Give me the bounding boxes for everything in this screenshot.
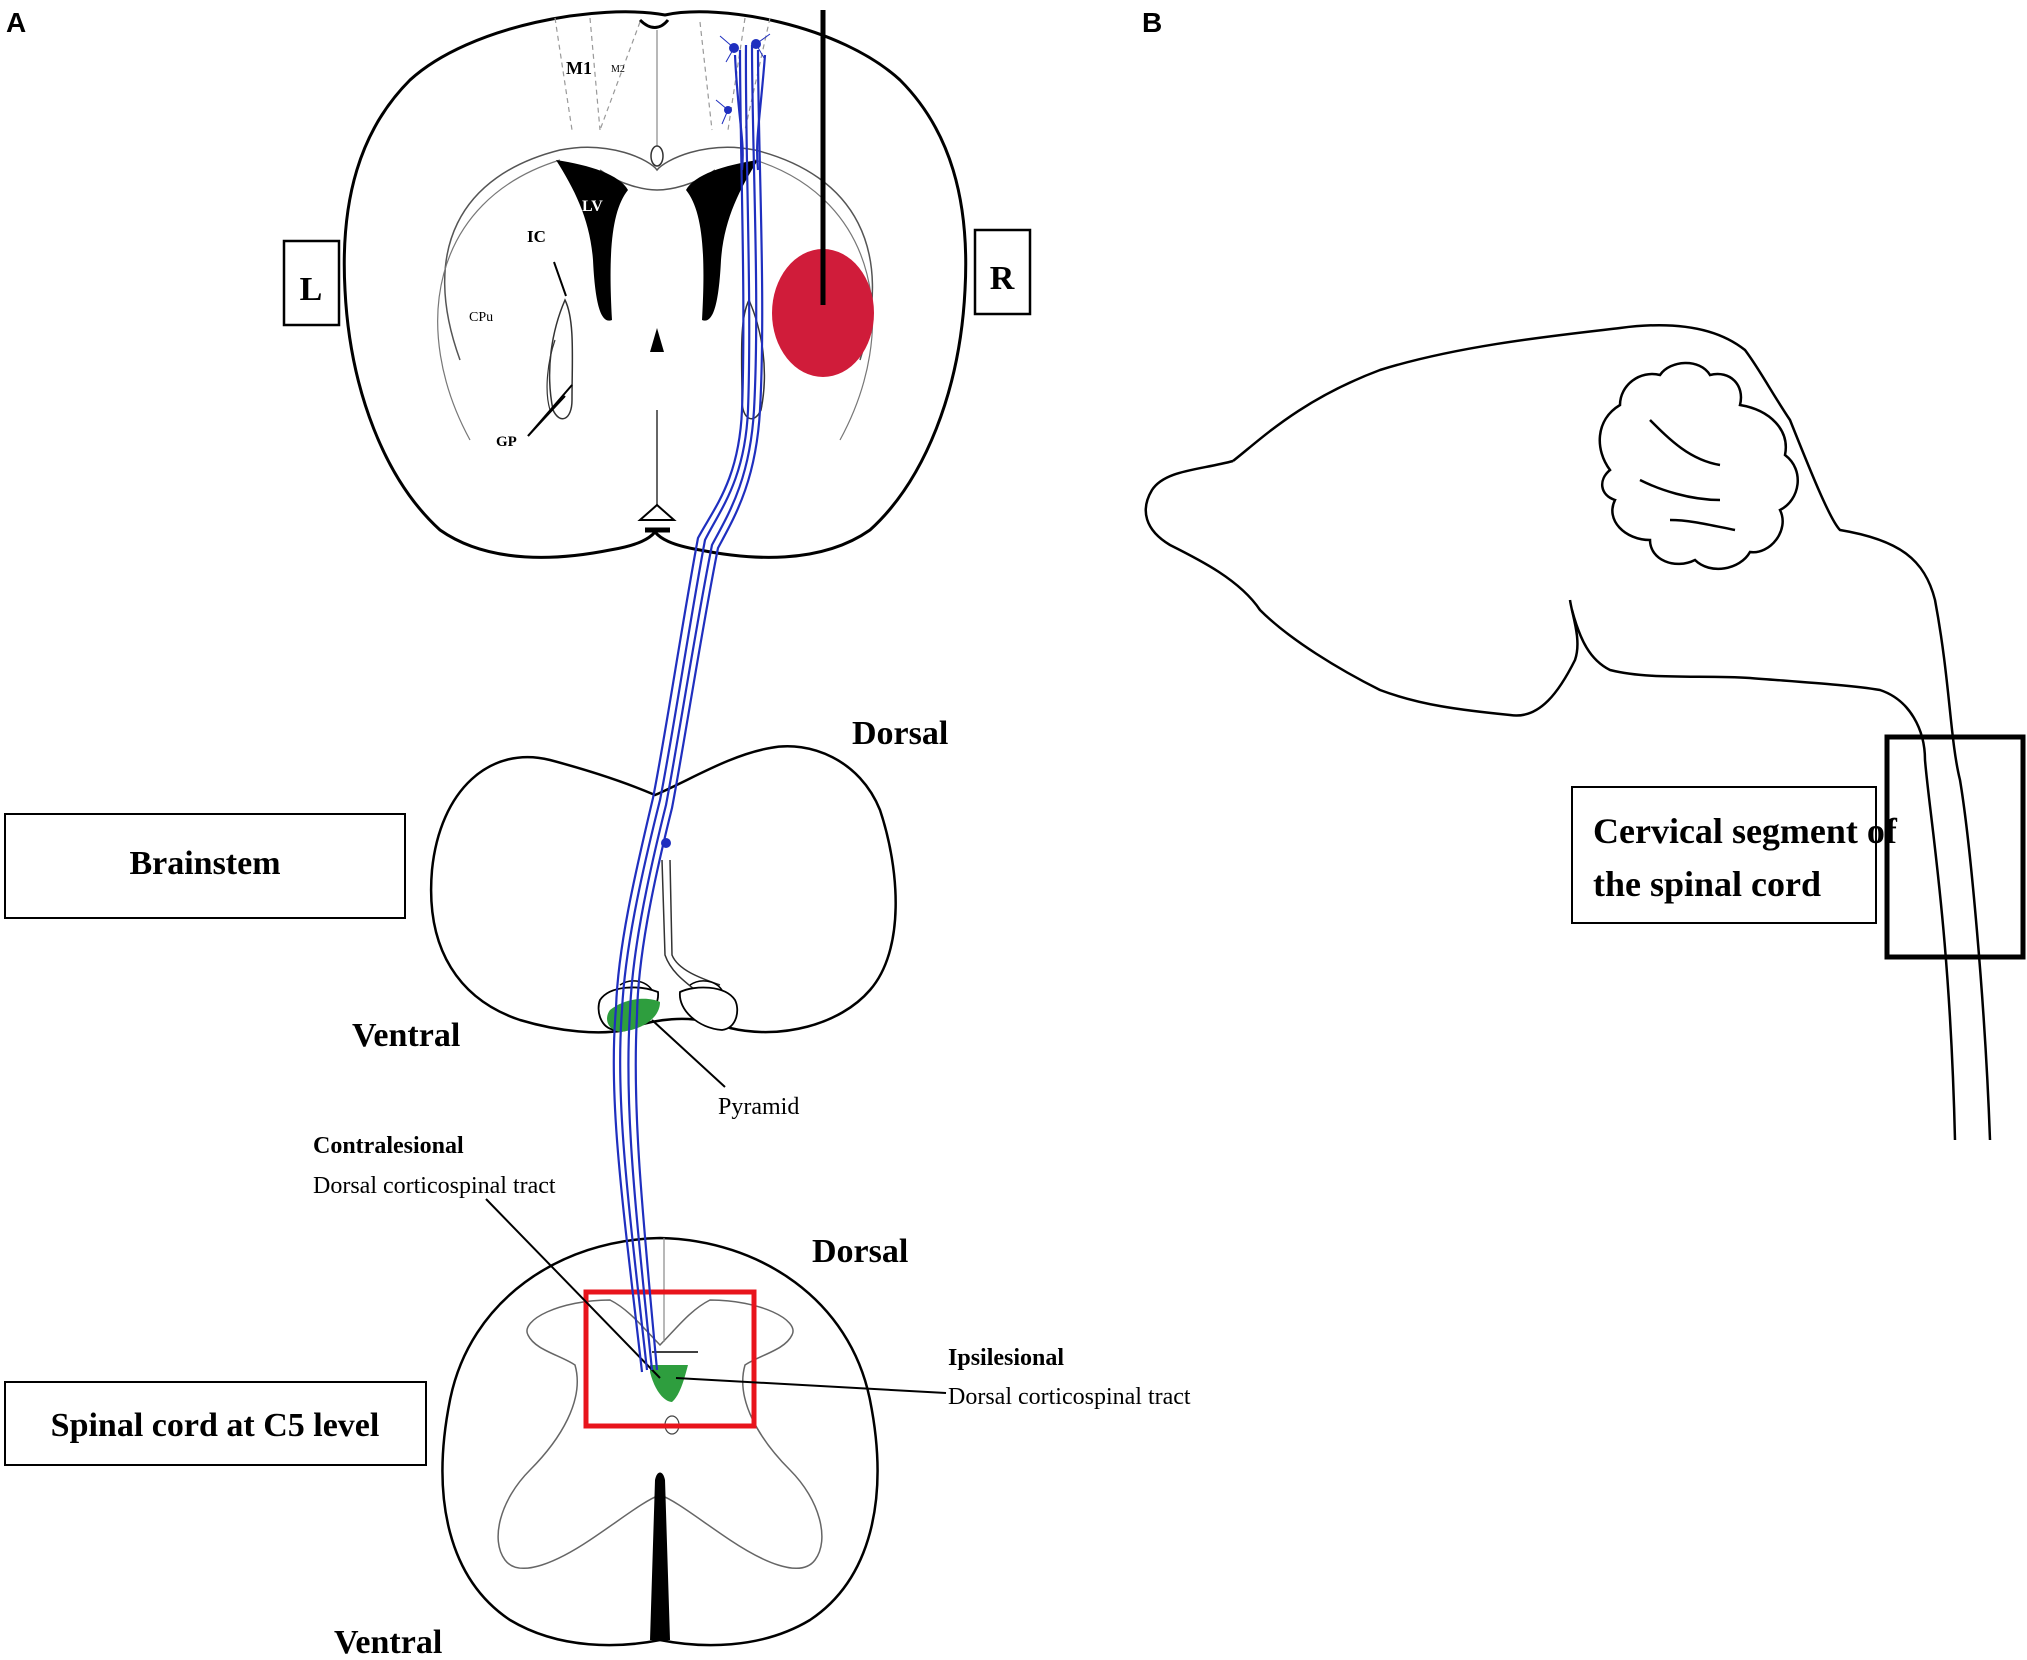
left-lateral-ventricle [556,160,628,321]
brainstem-ventral-label: Ventral [352,1017,460,1054]
spinal-dorsal-label: Dorsal [812,1233,908,1270]
label-m1: M1 [566,58,592,78]
brainstem-dorsal-label: Dorsal [852,715,948,752]
left-hemisphere-box: L [282,239,341,327]
left-internal-capsule [548,298,574,420]
dorsal-cst-green [650,1365,688,1402]
brainstem-section: Dorsal Ventral Pyramid [352,715,948,1120]
right-pyramid-outline [679,986,739,1031]
ipsilesional-title: Ipsilesional [948,1345,1064,1371]
contralesional-title: Contralesional [313,1133,464,1159]
brainstem-box-label: Brainstem [129,845,280,882]
label-ic: IC [527,227,546,246]
left-hemisphere-label: L [300,271,323,308]
label-m2: M2 [611,64,625,75]
cervical-segment-box [1884,734,2026,960]
right-lateral-ventricle [686,160,758,321]
pyramid-label: Pyramid [718,1094,799,1120]
spinal-cord-box-label: Spinal cord at C5 level [51,1407,380,1444]
left-globus-pallidus [546,339,556,411]
contralesional-subtitle: Dorsal corticospinal tract [313,1173,556,1199]
coronal-brain-section: M1 M2 LV IC CPu GP [342,10,968,559]
right-hemisphere-box: R [973,228,1032,316]
label-cpu: CPu [469,310,493,325]
corticospinal-tract-fibers [612,44,767,1373]
brainstem-box: Brainstem [4,813,406,919]
ipsilesional-subtitle: Dorsal corticospinal tract [948,1384,1191,1410]
dendrites [715,33,771,125]
spinal-cord-box: Spinal cord at C5 level [4,1381,427,1466]
cerebellum [1598,361,1799,571]
sagittal-outline [1232,324,1992,1141]
sagittal-brain-view [1144,324,1992,1141]
cervical-label-line1: Cervical segment of [1593,811,1898,851]
cst-highlight-box [583,1289,757,1429]
panel-b-label: B [1142,7,1162,38]
right-hemisphere-label: R [990,260,1015,297]
label-lv: LV [582,198,603,215]
spinal-cord-section: Dorsal Ventral Contralesional Dorsal cor… [313,1133,1191,1660]
gray-matter-outline [497,1299,823,1569]
cervical-label-line2: the spinal cord [1593,864,1821,904]
spinal-ventral-label: Ventral [334,1624,442,1660]
panel-a-label: A [6,7,26,38]
label-gp: GP [496,434,517,450]
lesion-spot [772,249,874,377]
cervical-label-box: Cervical segment of the spinal cord [1571,786,1898,924]
